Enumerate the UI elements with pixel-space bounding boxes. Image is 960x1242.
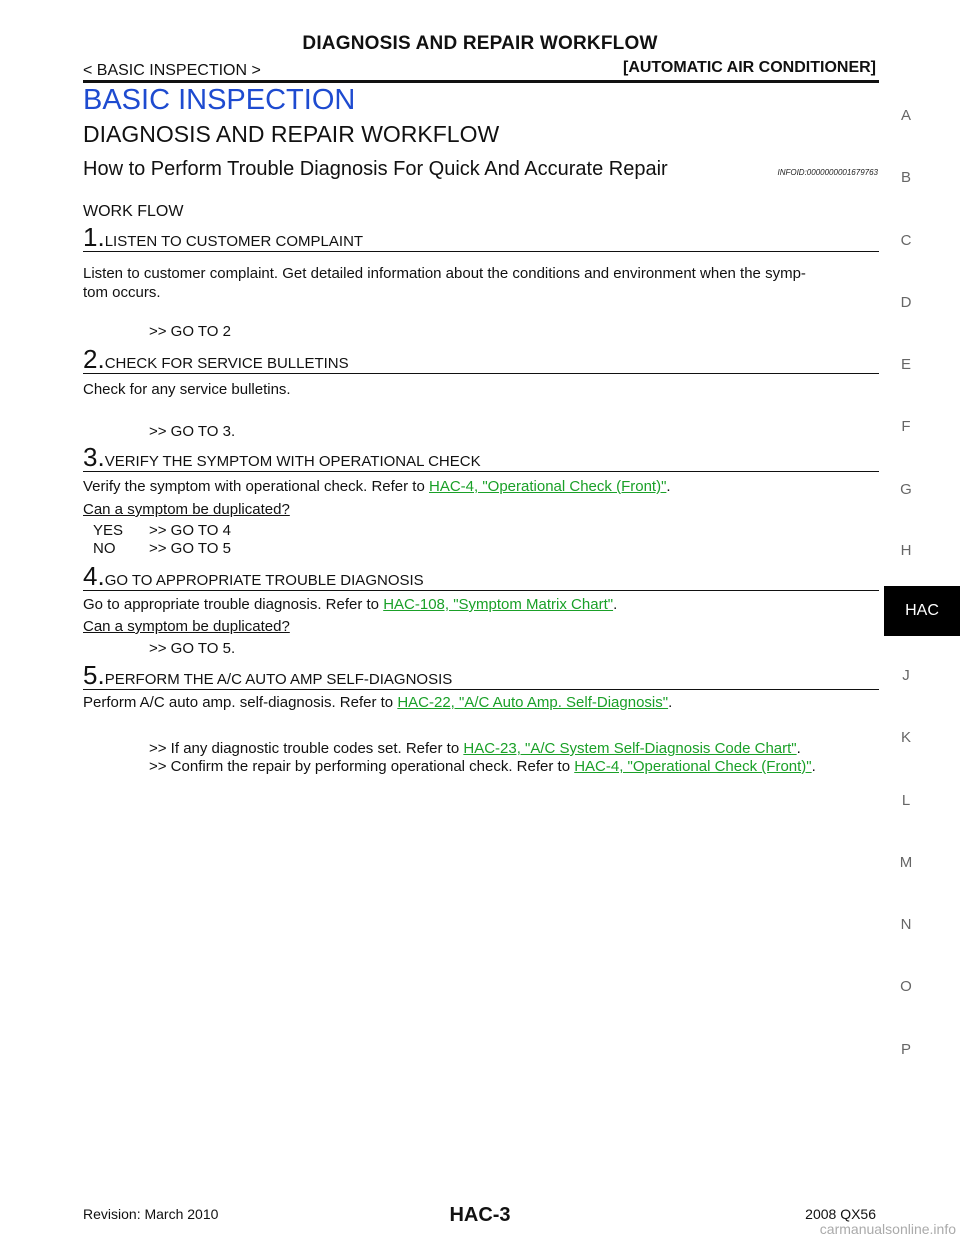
- step-1-heading: 1.LISTEN TO CUSTOMER COMPLAINT: [83, 224, 879, 252]
- step-title: PERFORM THE A/C AUTO AMP SELF-DIAGNOSIS: [104, 671, 453, 688]
- body-text: .: [668, 694, 673, 711]
- no-goto: >> GO TO 5: [149, 540, 231, 557]
- tab-h[interactable]: H: [900, 542, 912, 559]
- watermark: carmanualsonline.info: [819, 1221, 956, 1237]
- step-5-result-1: >> If any diagnostic trouble codes set. …: [149, 740, 801, 757]
- body-text: .: [613, 596, 618, 613]
- tab-l[interactable]: L: [901, 792, 911, 809]
- link-operational-check-2[interactable]: HAC-4, "Operational Check (Front)": [574, 758, 812, 775]
- header-section-label: < BASIC INSPECTION >: [83, 62, 261, 79]
- body-text: Perform A/C auto amp. self-diagnosis. Re…: [83, 694, 398, 711]
- step-3-yes: YES >> GO TO 4: [93, 522, 231, 539]
- footer-model: 2008 QX56: [805, 1206, 876, 1222]
- tab-k[interactable]: K: [900, 729, 911, 746]
- link-code-chart[interactable]: HAC-23, "A/C System Self-Diagnosis Code …: [463, 740, 797, 757]
- tab-p[interactable]: P: [900, 1041, 911, 1058]
- step-number: 2.: [83, 344, 105, 374]
- tab-o[interactable]: O: [900, 978, 912, 995]
- step-number: 3.: [83, 442, 105, 472]
- step-4-goto: >> GO TO 5.: [149, 640, 236, 657]
- footer-revision: Revision: March 2010: [83, 1206, 219, 1222]
- section-title: BASIC INSPECTION: [83, 84, 356, 116]
- step-1-goto: >> GO TO 2: [149, 323, 231, 340]
- step-3-no: NO >> GO TO 5: [93, 540, 231, 557]
- tab-g[interactable]: G: [900, 481, 912, 498]
- body-text: .: [811, 758, 816, 775]
- step-title: VERIFY THE SYMPTOM WITH OPERATIONAL CHEC…: [104, 453, 481, 470]
- step-5-result-2: >> Confirm the repair by performing oper…: [149, 758, 816, 775]
- step-3-question: Can a symptom be duplicated?: [83, 501, 290, 518]
- step-number: 4.: [83, 561, 105, 591]
- body-text: Go to appropriate trouble diagnosis. Ref…: [83, 596, 384, 613]
- step-number: 1.: [83, 222, 105, 252]
- tab-hac-active[interactable]: HAC: [884, 586, 960, 636]
- body-text: .: [666, 478, 671, 495]
- yes-label: YES: [93, 522, 124, 539]
- link-self-diagnosis[interactable]: HAC-22, "A/C Auto Amp. Self-Diagnosis": [397, 694, 669, 711]
- tab-n[interactable]: N: [900, 916, 912, 933]
- step-4-question: Can a symptom be duplicated?: [83, 618, 290, 635]
- body-text: >> Confirm the repair by performing oper…: [149, 758, 575, 775]
- header-system-label: [AUTOMATIC AIR CONDITIONER]: [622, 59, 876, 76]
- tab-j[interactable]: J: [902, 667, 910, 684]
- info-id: INFOID:0000000001679763: [777, 168, 878, 177]
- step-2-heading: 2.CHECK FOR SERVICE BULLETINS: [83, 346, 879, 374]
- tab-a[interactable]: A: [900, 107, 911, 124]
- header-rule: [83, 80, 879, 83]
- step-5-body: Perform A/C auto amp. self-diagnosis. Re…: [83, 693, 879, 712]
- step-title: GO TO APPROPRIATE TROUBLE DIAGNOSIS: [104, 572, 424, 589]
- link-operational-check[interactable]: HAC-4, "Operational Check (Front)": [429, 478, 667, 495]
- step-2-body: Check for any service bulletins.: [83, 381, 291, 398]
- step-5-heading: 5.PERFORM THE A/C AUTO AMP SELF-DIAGNOSI…: [83, 662, 879, 690]
- subsection-title: DIAGNOSIS AND REPAIR WORKFLOW: [83, 121, 500, 147]
- link-symptom-matrix[interactable]: HAC-108, "Symptom Matrix Chart": [383, 596, 614, 613]
- step-4-heading: 4.GO TO APPROPRIATE TROUBLE DIAGNOSIS: [83, 563, 879, 591]
- step-number: 5.: [83, 660, 105, 690]
- tab-m[interactable]: M: [899, 854, 913, 871]
- step-2-goto: >> GO TO 3.: [149, 423, 236, 440]
- step-title: LISTEN TO CUSTOMER COMPLAINT: [104, 233, 364, 250]
- step-3-heading: 3.VERIFY THE SYMPTOM WITH OPERATIONAL CH…: [83, 444, 879, 472]
- body-line: tom occurs.: [83, 284, 161, 301]
- section-index-tabs: A B C D E F G H HAC J K L M N O P: [884, 0, 960, 1242]
- body-text: .: [796, 740, 801, 757]
- step-3-body: Verify the symptom with operational chec…: [83, 477, 879, 496]
- no-label: NO: [93, 540, 116, 557]
- body-line: Listen to customer complaint. Get detail…: [83, 265, 806, 282]
- tab-c[interactable]: C: [900, 232, 912, 249]
- step-1-body: Listen to customer complaint. Get detail…: [83, 264, 879, 302]
- body-text: Verify the symptom with operational chec…: [83, 478, 429, 495]
- topic-title: How to Perform Trouble Diagnosis For Qui…: [83, 158, 668, 180]
- step-title: CHECK FOR SERVICE BULLETINS: [104, 355, 349, 372]
- footer-page-number: HAC-3: [449, 1204, 511, 1226]
- tab-b[interactable]: B: [900, 169, 911, 186]
- tab-d[interactable]: D: [900, 294, 912, 311]
- tab-e[interactable]: E: [900, 356, 911, 373]
- work-flow-label: WORK FLOW: [83, 203, 184, 220]
- tab-f[interactable]: F: [901, 418, 911, 435]
- step-4-body: Go to appropriate trouble diagnosis. Ref…: [83, 595, 879, 614]
- body-text: >> If any diagnostic trouble codes set. …: [149, 740, 464, 757]
- yes-goto: >> GO TO 4: [149, 522, 231, 539]
- page-header-title: DIAGNOSIS AND REPAIR WORKFLOW: [302, 33, 658, 54]
